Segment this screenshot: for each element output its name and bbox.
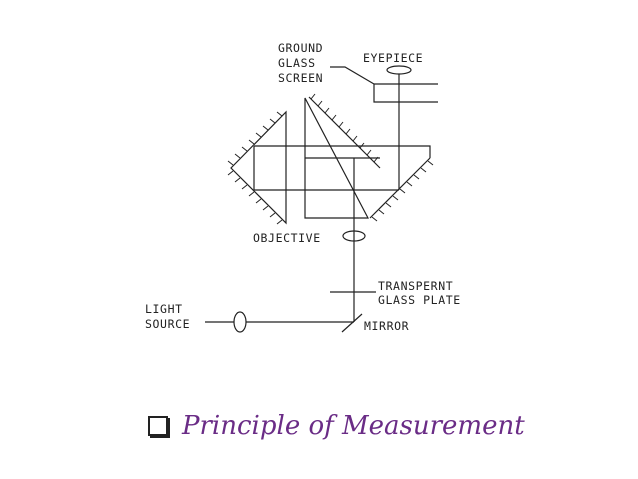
eyepiece-tube xyxy=(373,83,438,103)
ground-glass-label-3: SCREEN xyxy=(278,71,323,85)
right-mirror-surface xyxy=(369,157,431,219)
ground-glass-label-1: GROUND xyxy=(278,41,323,55)
caption: Principle of Measurement xyxy=(148,404,525,448)
mirror xyxy=(341,313,363,333)
checkbox-square-icon xyxy=(148,416,170,438)
objective-label: OBJECTIVE xyxy=(253,231,321,245)
light-source-lens xyxy=(233,311,247,333)
diagonal-reflector xyxy=(308,96,381,169)
plate-label-2: GLASS PLATE xyxy=(378,293,461,307)
caption-text: Principle of Measurement xyxy=(182,411,525,441)
ground-glass-leader xyxy=(330,66,375,85)
left-prism-hatch-bottom xyxy=(227,170,283,225)
left-prism xyxy=(230,110,287,225)
objective-lens xyxy=(342,230,366,242)
light-source-label-1: LIGHT xyxy=(145,302,183,316)
eyepiece-lens xyxy=(386,65,412,75)
plate-label-1: TRANSPERNT xyxy=(378,279,453,293)
light-source-label-2: SOURCE xyxy=(145,317,190,331)
left-prism-hatch-top xyxy=(227,111,283,166)
mirror-label: MIRROR xyxy=(364,319,409,333)
ground-glass-label-2: GLASS xyxy=(278,56,316,70)
eyepiece-label: EYEPIECE xyxy=(363,51,423,65)
right-mirror-hatch xyxy=(371,160,434,222)
light-path-top xyxy=(254,145,431,158)
